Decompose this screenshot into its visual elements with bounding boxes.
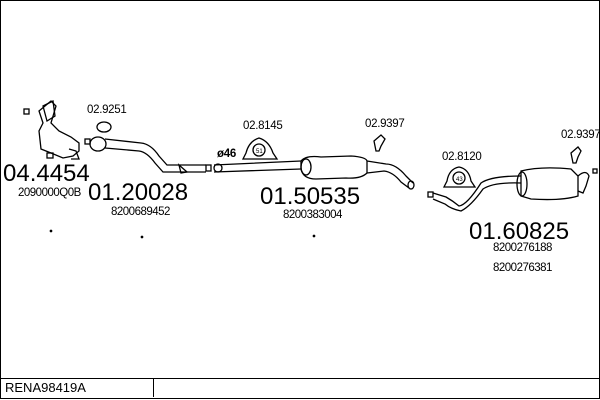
part-number: 04.4454 [3, 160, 90, 187]
footer: RENA98419A [1, 378, 599, 398]
front-pipe-drawing [84, 136, 212, 174]
pipe-diameter-label: ø46 [217, 148, 236, 160]
clamp-drawing: 43 [442, 166, 477, 188]
oem-number: 8200383004 [283, 209, 342, 221]
accessory-label: 02.9251 [87, 104, 127, 116]
accessory-label: 02.9397 [561, 129, 600, 141]
svg-text:43: 43 [456, 177, 463, 183]
center-silencer-drawing [213, 155, 415, 190]
diagram-code: RENA98419A [1, 379, 154, 397]
catalyst-drawing [23, 100, 80, 160]
svg-text:51: 51 [256, 149, 263, 155]
gasket-drawing [96, 121, 112, 133]
oem-number: 8200276381 [493, 262, 552, 274]
exhaust-drawing: 51 43 [23, 100, 598, 239]
rear-muffler-drawing [427, 167, 598, 212]
accessory-label: 02.8145 [243, 120, 283, 132]
hanger-drawing [373, 134, 386, 152]
clamp-drawing: 51 [241, 137, 279, 160]
oem-number: 2090000Q0B [18, 187, 81, 199]
part-number: 01.20028 [88, 179, 189, 206]
hanger-drawing [570, 146, 582, 164]
accessory-label: 02.8120 [442, 151, 482, 163]
part-number: 01.50535 [260, 183, 361, 210]
oem-number: 8200689452 [111, 206, 170, 218]
accessory-label: 02.9397 [365, 118, 405, 130]
part-number: 01.60825 [469, 218, 570, 245]
oem-number: 8200276188 [493, 242, 552, 254]
